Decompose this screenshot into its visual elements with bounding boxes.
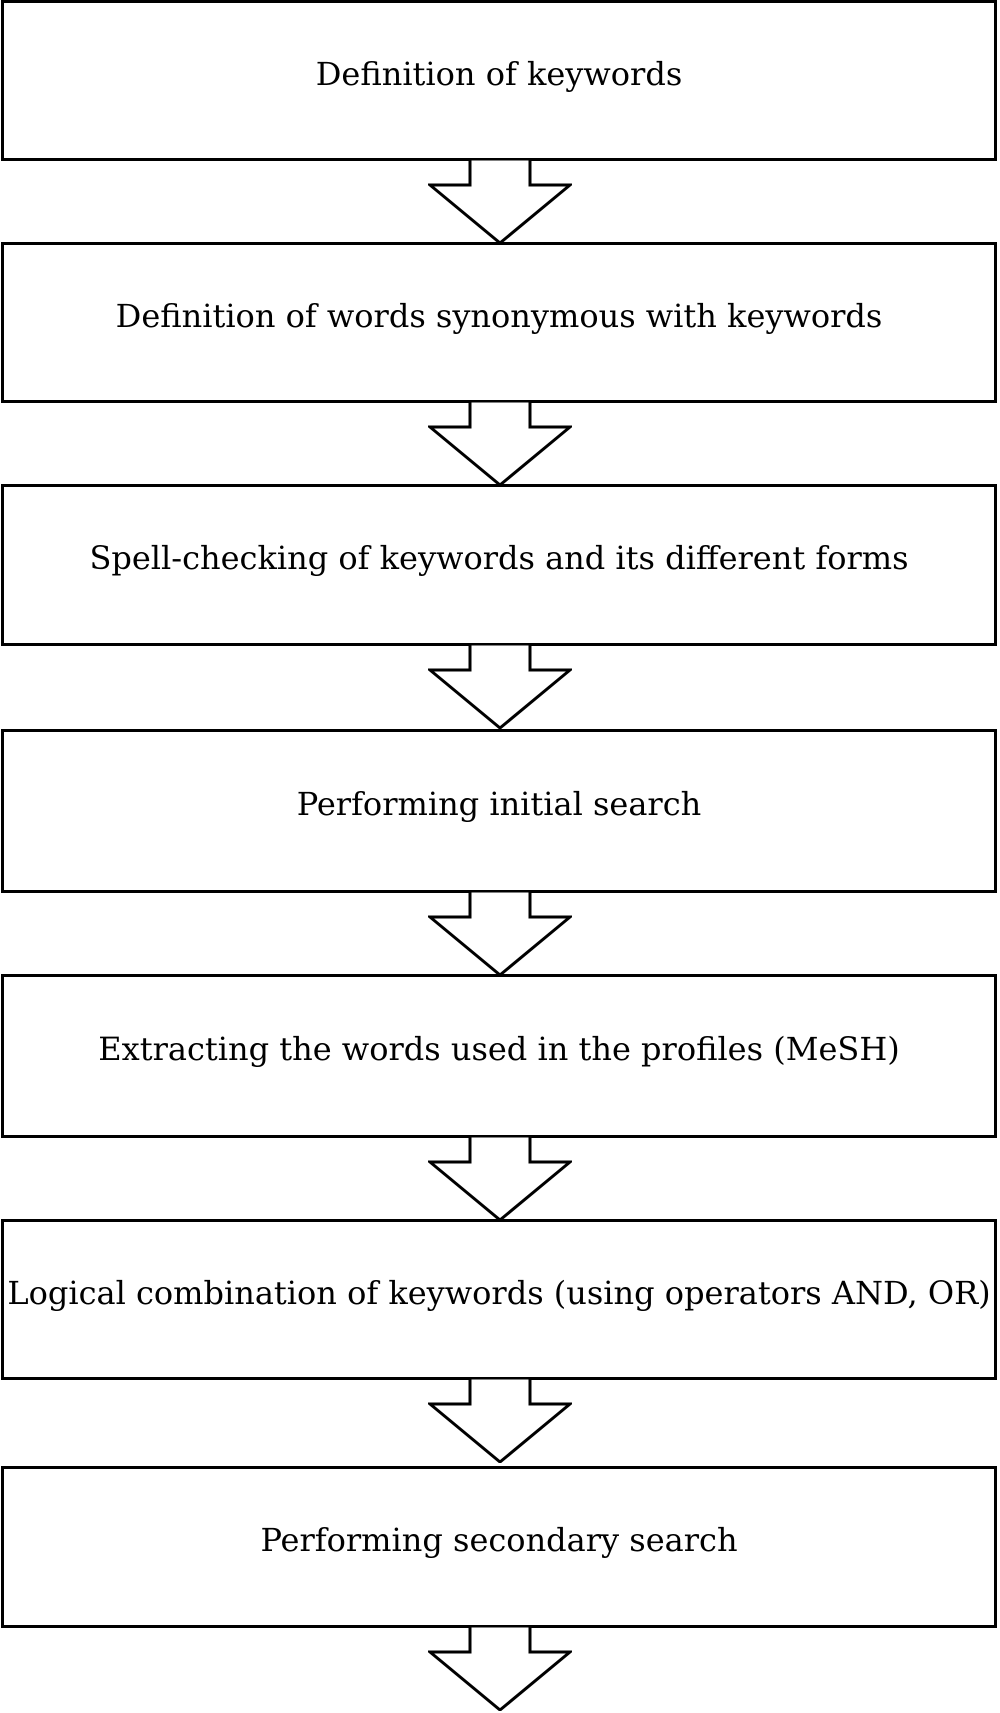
- step-5-label: Extracting the words used in the profile…: [98, 1030, 900, 1068]
- step-3-label: Spell-checking of keywords and its diffe…: [89, 539, 909, 577]
- step-5-box: Extracting the words used in the profile…: [1, 974, 997, 1138]
- step-7-label: Performing secondary search: [260, 1521, 738, 1559]
- step-1-box: Definition of keywords: [1, 0, 997, 161]
- down-arrow-icon: [428, 1136, 572, 1221]
- step-2-label: Definition of words synonymous with keyw…: [115, 296, 883, 335]
- down-arrow-icon: [428, 401, 572, 486]
- step-6-label: Logical combination of keywords (using o…: [7, 1273, 991, 1312]
- step-1-label: Definition of keywords: [315, 54, 683, 93]
- step-3-box: Spell-checking of keywords and its diffe…: [1, 484, 997, 646]
- step-6-box: Logical combination of keywords (using o…: [1, 1219, 997, 1380]
- down-arrow-icon: [428, 891, 572, 976]
- step-7-box: Performing secondary search: [1, 1466, 997, 1628]
- down-arrow-icon: [428, 159, 572, 244]
- down-arrow-icon: [428, 644, 572, 729]
- step-2-box: Definition of words synonymous with keyw…: [1, 242, 997, 403]
- step-4-label: Performing initial search: [296, 785, 702, 823]
- down-arrow-icon: [428, 1378, 572, 1463]
- down-arrow-icon: [428, 1626, 572, 1711]
- step-4-box: Performing initial search: [1, 729, 997, 893]
